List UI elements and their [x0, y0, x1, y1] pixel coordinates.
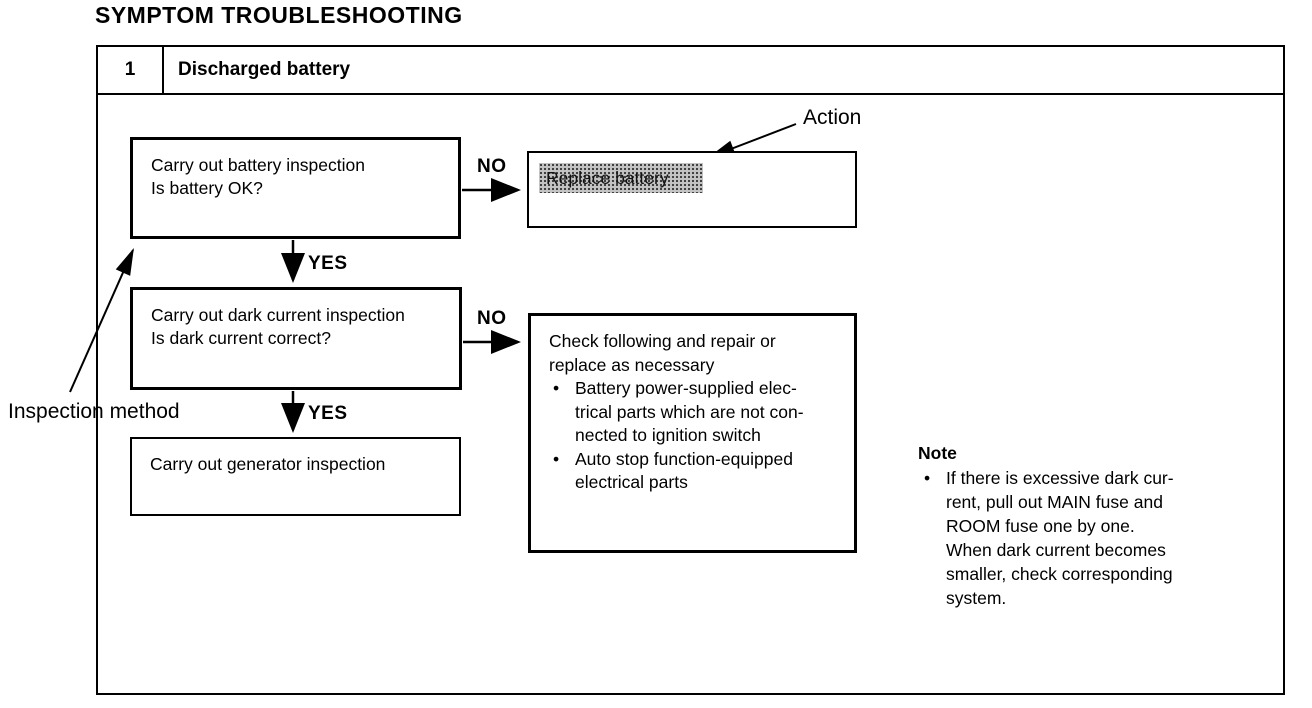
- step-dark-current-inspection-text: Carry out dark current inspection Is dar…: [151, 305, 405, 348]
- replace-battery-highlight: Replace battery: [539, 163, 703, 193]
- bullet-icon: •: [553, 378, 560, 398]
- check-bullet-2-text: Auto stop function-equipped electrical p…: [575, 448, 793, 493]
- note-block: Note • If there is excessive dark cur- r…: [918, 441, 1218, 610]
- edge-label-no-2: NO: [477, 308, 507, 329]
- step-battery-inspection-box: Carry out battery inspection Is battery …: [130, 137, 461, 239]
- action-callout-label: Action: [803, 106, 862, 129]
- check-bullet-1: • Battery power-supplied elec- trical pa…: [549, 377, 846, 448]
- step-generator-inspection-box: Carry out generator inspection: [130, 437, 461, 516]
- check-and-repair-intro: Check following and repair or replace as…: [549, 331, 776, 375]
- note-heading: Note: [918, 443, 957, 463]
- step-battery-inspection-text: Carry out battery inspection Is battery …: [151, 155, 365, 198]
- step-generator-inspection-text: Carry out generator inspection: [150, 454, 386, 474]
- inspection-method-callout-label: Inspection method: [8, 400, 180, 423]
- note-text: If there is excessive dark cur- rent, pu…: [946, 468, 1174, 608]
- edge-label-no-1: NO: [477, 156, 507, 177]
- symptom-header: 1 Discharged battery: [96, 45, 1285, 95]
- edge-label-yes-1: YES: [308, 253, 348, 274]
- page-title: SYMPTOM TROUBLESHOOTING: [95, 2, 463, 28]
- action-replace-battery-box: Replace battery: [527, 151, 857, 228]
- check-bullet-1-text: Battery power-supplied elec- trical part…: [575, 378, 804, 445]
- check-bullet-2: • Auto stop function-equipped electrical…: [549, 448, 846, 495]
- bullet-icon: •: [553, 448, 560, 469]
- step-dark-current-inspection-box: Carry out dark current inspection Is dar…: [130, 287, 462, 390]
- bullet-icon: •: [924, 468, 931, 488]
- check-and-repair-box: Check following and repair or replace as…: [528, 313, 857, 553]
- edge-label-yes-2: YES: [308, 403, 348, 424]
- symptom-name: Discharged battery: [178, 59, 351, 80]
- note-body: • If there is excessive dark cur- rent, …: [918, 466, 1218, 610]
- symptom-number: 1: [98, 47, 164, 93]
